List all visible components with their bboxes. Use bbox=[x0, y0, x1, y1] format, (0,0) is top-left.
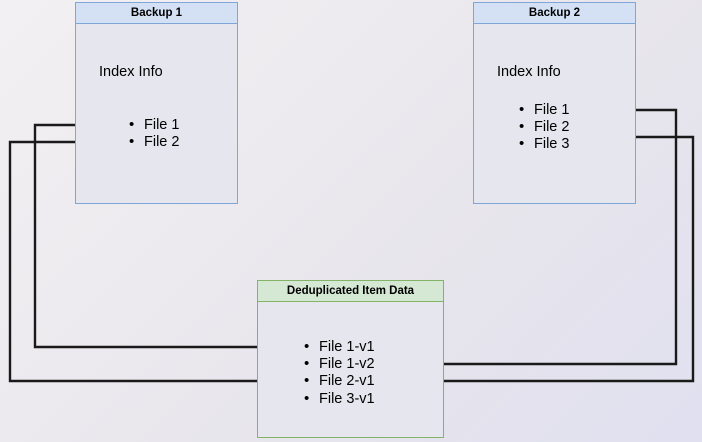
node-backup-1-title: Backup 1 bbox=[76, 3, 237, 24]
backup-2-index-label: Index Info bbox=[497, 64, 561, 80]
edge-b1-file2-to-file2v1 bbox=[8, 140, 298, 385]
node-backup-1[interactable]: Backup 1 Index Info File 1 File 2 bbox=[75, 2, 238, 204]
list-item: File 2 bbox=[517, 118, 569, 136]
list-item: File 2 bbox=[127, 133, 179, 151]
list-item: File 1-v2 bbox=[302, 355, 375, 373]
backup-1-file-list: File 1 File 2 bbox=[127, 116, 179, 151]
deduplicated-file-list: File 1-v1 File 1-v2 File 2-v1 File 3-v1 bbox=[302, 338, 375, 408]
list-item: File 2-v1 bbox=[302, 372, 375, 390]
node-backup-2[interactable]: Backup 2 Index Info File 1 File 2 File 3 bbox=[473, 2, 636, 204]
list-item: File 3 bbox=[517, 135, 569, 153]
list-item: File 1-v1 bbox=[302, 338, 375, 356]
backup-2-file-list: File 1 File 2 File 3 bbox=[517, 101, 569, 153]
node-deduplicated-item-data-body: File 1-v1 File 1-v2 File 2-v1 File 3-v1 bbox=[258, 302, 443, 437]
backup-1-index-label: Index Info bbox=[99, 64, 163, 80]
list-item: File 3-v1 bbox=[302, 390, 375, 408]
node-backup-1-body: Index Info File 1 File 2 bbox=[76, 24, 237, 203]
edge-b2-file2-to-file2v1 bbox=[398, 135, 695, 385]
node-backup-2-title: Backup 2 bbox=[474, 3, 635, 24]
node-deduplicated-item-data-title: Deduplicated Item Data bbox=[258, 281, 443, 302]
node-backup-2-body: Index Info File 1 File 2 File 3 bbox=[474, 24, 635, 203]
list-item: File 1 bbox=[517, 101, 569, 119]
node-deduplicated-item-data[interactable]: Deduplicated Item Data File 1-v1 File 1-… bbox=[257, 280, 444, 438]
list-item: File 1 bbox=[127, 116, 179, 134]
